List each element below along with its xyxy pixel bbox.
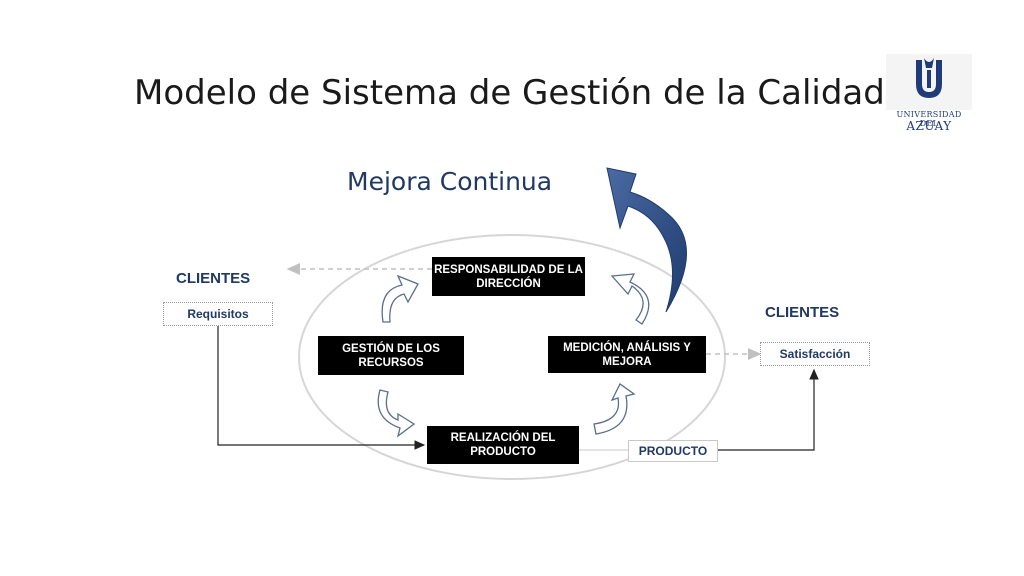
curved-arrow-top-right <box>610 273 650 325</box>
product-label: PRODUCTO <box>638 444 708 458</box>
satisfaccion-label: Satisfacción <box>779 347 851 361</box>
product-connector <box>718 368 819 451</box>
university-logo: UNIVERSIDAD DEL AZUAY <box>886 54 972 134</box>
cycle-ellipse <box>298 234 726 480</box>
right-clients-heading: CLIENTES <box>765 304 840 321</box>
node-realizacion-label: REALIZACIÓN DEL PRODUCTO <box>450 432 556 458</box>
product-box: PRODUCTO <box>628 440 718 462</box>
page-title: Modelo de Sistema de Gestión de la Calid… <box>134 73 885 113</box>
diagram-subtitle: Mejora Continua <box>347 167 553 196</box>
node-recursos-label: GESTIÓN DE LOS RECURSOS <box>342 342 440 369</box>
requisitos-box: Requisitos <box>163 302 273 326</box>
node-recursos: GESTIÓN DE LOS RECURSOS <box>318 336 464 375</box>
node-medicion: MEDICIÓN, ANÁLISIS Y MEJORA <box>548 336 706 373</box>
requisitos-connector <box>217 325 426 450</box>
node-medicion-label: MEDICIÓN, ANÁLISIS Y MEJORA <box>563 341 691 368</box>
curved-arrow-bottom-left <box>377 389 416 438</box>
node-realizacion: REALIZACIÓN DEL PRODUCTO <box>427 426 579 464</box>
node-responsabilidad-label: RESPONSABILIDAD DE LA DIRECCIÓN <box>434 263 583 290</box>
requisitos-label: Requisitos <box>187 307 249 321</box>
logo-emblem-icon <box>886 54 972 110</box>
curved-arrow-bottom-right <box>593 383 636 435</box>
logo-text-line2: AZUAY <box>906 119 952 133</box>
logo-text-line1: UNIVERSIDAD DEL <box>896 110 962 128</box>
continuous-improvement-arrow <box>606 167 687 313</box>
satisfaccion-box: Satisfacción <box>760 342 870 366</box>
left-clients-heading: CLIENTES <box>176 270 251 287</box>
curved-arrow-top-left <box>381 274 419 323</box>
node-responsabilidad: RESPONSABILIDAD DE LA DIRECCIÓN <box>432 257 585 296</box>
